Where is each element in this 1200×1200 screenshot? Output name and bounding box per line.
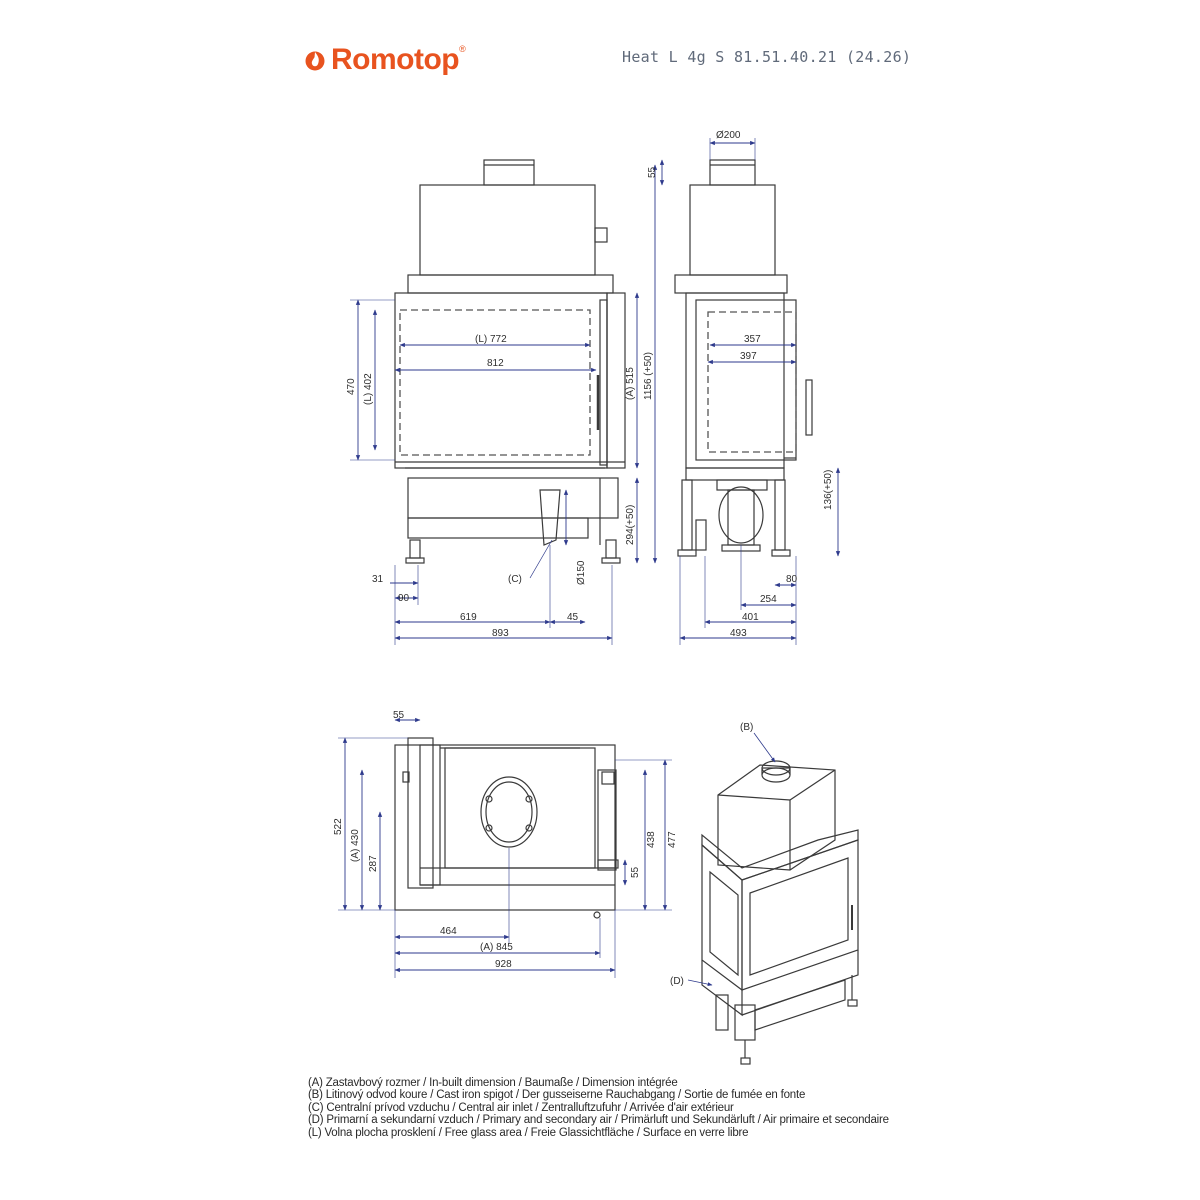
dim-height-136: 136(+50) <box>823 470 834 510</box>
dim-depth-287: 287 <box>368 855 379 872</box>
legend-item-d: (D) Primarní a sekundarní vzduch / Prima… <box>308 1114 889 1127</box>
dim-glass-width: (L) 772 <box>475 334 507 345</box>
dim-glass-width-outer: 812 <box>487 358 504 369</box>
dim-flue-diameter: Ø200 <box>716 130 741 141</box>
dim-offset-80: 80 <box>786 574 798 585</box>
brand-logo: Romotop ® <box>305 40 466 80</box>
plan-view <box>394 737 619 919</box>
dim-glass-height: (L) 402 <box>363 373 374 405</box>
label-b: (B) <box>740 722 753 733</box>
legend-item-l: (L) Volna plocha prosklení / Free glass … <box>308 1126 749 1139</box>
dim-depth-522: 522 <box>333 818 344 835</box>
front-view-labels: (L) 772 812 470 (L) 402 (A) 515 1156 (+5… <box>346 334 654 639</box>
dim-height-515: (A) 515 <box>625 367 636 400</box>
label-c: (C) <box>508 574 522 585</box>
header: Romotop ® Heat L 4g S 81.51.40.21 (24.26… <box>0 0 1200 100</box>
isometric-view-labels: (B) (D) <box>670 722 753 987</box>
dim-total-width: 893 <box>492 628 509 639</box>
dim-width-845: (A) 845 <box>480 942 513 953</box>
dim-offset-45: 45 <box>567 612 579 623</box>
dim-width-928: 928 <box>495 959 512 970</box>
model-title: Heat L 4g S 81.51.40.21 (24.26) <box>622 48 912 66</box>
dim-glass-397: 397 <box>740 351 757 362</box>
side-view-dimensions <box>659 138 841 645</box>
dim-height-470: 470 <box>346 378 357 395</box>
legend: (A) Zastavbový rozmer / In-built dimensi… <box>308 1077 889 1139</box>
front-view <box>394 159 626 564</box>
brand-registered-mark: ® <box>459 44 466 54</box>
plan-view-labels: 55 522 (A) 430 287 55 438 477 464 (A) 84… <box>333 710 678 970</box>
dim-inlet-diameter: Ø150 <box>576 560 587 585</box>
dim-depth-430: (A) 430 <box>350 829 361 862</box>
dim-width-464: 464 <box>440 926 457 937</box>
dim-width-401: 401 <box>742 612 759 623</box>
flame-icon <box>305 51 325 71</box>
side-view <box>674 159 813 557</box>
dim-top-55: 55 <box>647 166 658 178</box>
dim-offset-31: 31 <box>372 574 384 585</box>
label-d: (D) <box>670 976 684 987</box>
dim-glass-357: 357 <box>744 334 761 345</box>
brand-name: Romotop <box>331 43 460 76</box>
dim-width-254: 254 <box>760 594 777 605</box>
dim-plan-top-55: 55 <box>393 710 405 721</box>
legend-item-c: (C) Centralní prívod vzduchu / Central a… <box>308 1101 734 1114</box>
dim-total-height: 1156 (+50) <box>643 352 654 400</box>
dim-right-55: 55 <box>630 866 641 878</box>
dim-depth-493: 493 <box>730 628 747 639</box>
dim-base-height: 294(+50) <box>625 505 636 545</box>
isometric-view <box>701 760 859 1065</box>
dim-offset-90: 90 <box>398 593 410 604</box>
legend-item-b: (B) Litinový odvod koure / Cast iron spi… <box>308 1089 806 1102</box>
side-view-labels: Ø200 55 357 397 136(+50) 80 254 401 493 <box>647 130 834 639</box>
isometric-view-leaders <box>687 732 776 986</box>
front-view-dimensions <box>350 164 658 645</box>
dim-right-477: 477 <box>667 831 678 848</box>
dim-width-619: 619 <box>460 612 477 623</box>
dim-right-438: 438 <box>646 831 657 848</box>
plan-view-dimensions <box>338 717 672 978</box>
legend-item-a: (A) Zastavbový rozmer / In-built dimensi… <box>308 1077 678 1089</box>
